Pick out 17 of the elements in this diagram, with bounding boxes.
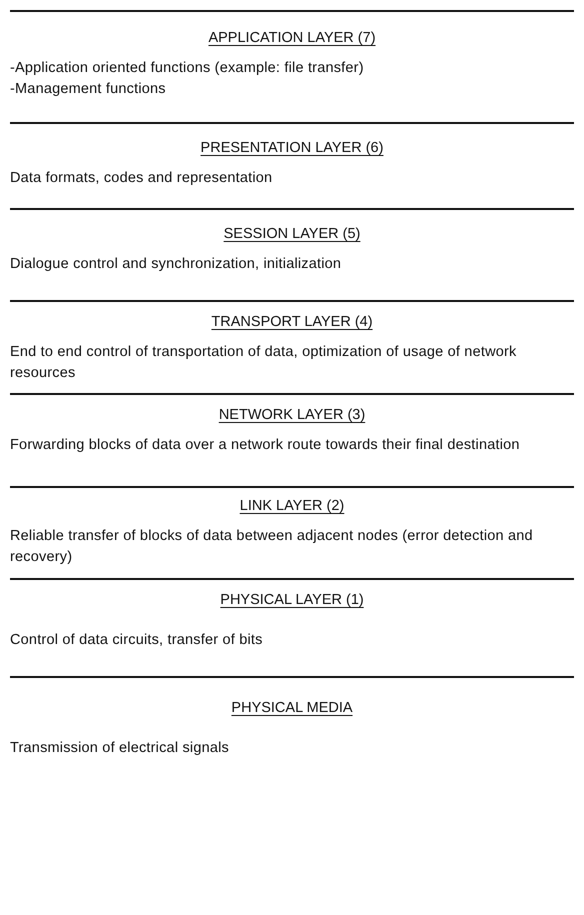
layer-description: -Application oriented functions (example: file transfer) xyxy=(10,59,365,78)
layer-heading: PHYSICAL LAYER (1) xyxy=(220,592,364,608)
layer-description: Control of data circuits, transfer of bits xyxy=(10,631,264,650)
layer-heading: SESSION LAYER (5) xyxy=(224,226,360,242)
layer-description: Transmission of electrical signals xyxy=(10,739,230,758)
layer-description: Forwarding blocks of data over a network route towards their final destination xyxy=(10,436,521,455)
layer-description: -Management functions xyxy=(10,80,167,99)
layer-description: End to end control of transportation of data, optimization of usage of network resources xyxy=(10,343,518,383)
layer-description: Data formats, codes and representation xyxy=(10,169,274,188)
layer-description: Reliable transfer of blocks of data between adjacent nodes (error detection and recovery) xyxy=(10,527,534,567)
layer-heading: APPLICATION LAYER (7) xyxy=(208,30,376,46)
layer-heading: PRESENTATION LAYER (6) xyxy=(200,140,384,156)
layer-heading: PHYSICAL MEDIA xyxy=(231,700,353,716)
layer-description: Dialogue control and synchronization, initialization xyxy=(10,255,342,274)
layer-heading: TRANSPORT LAYER (4) xyxy=(211,314,373,330)
layer-heading: LINK LAYER (2) xyxy=(240,498,344,514)
layer-heading: NETWORK LAYER (3) xyxy=(218,407,366,423)
